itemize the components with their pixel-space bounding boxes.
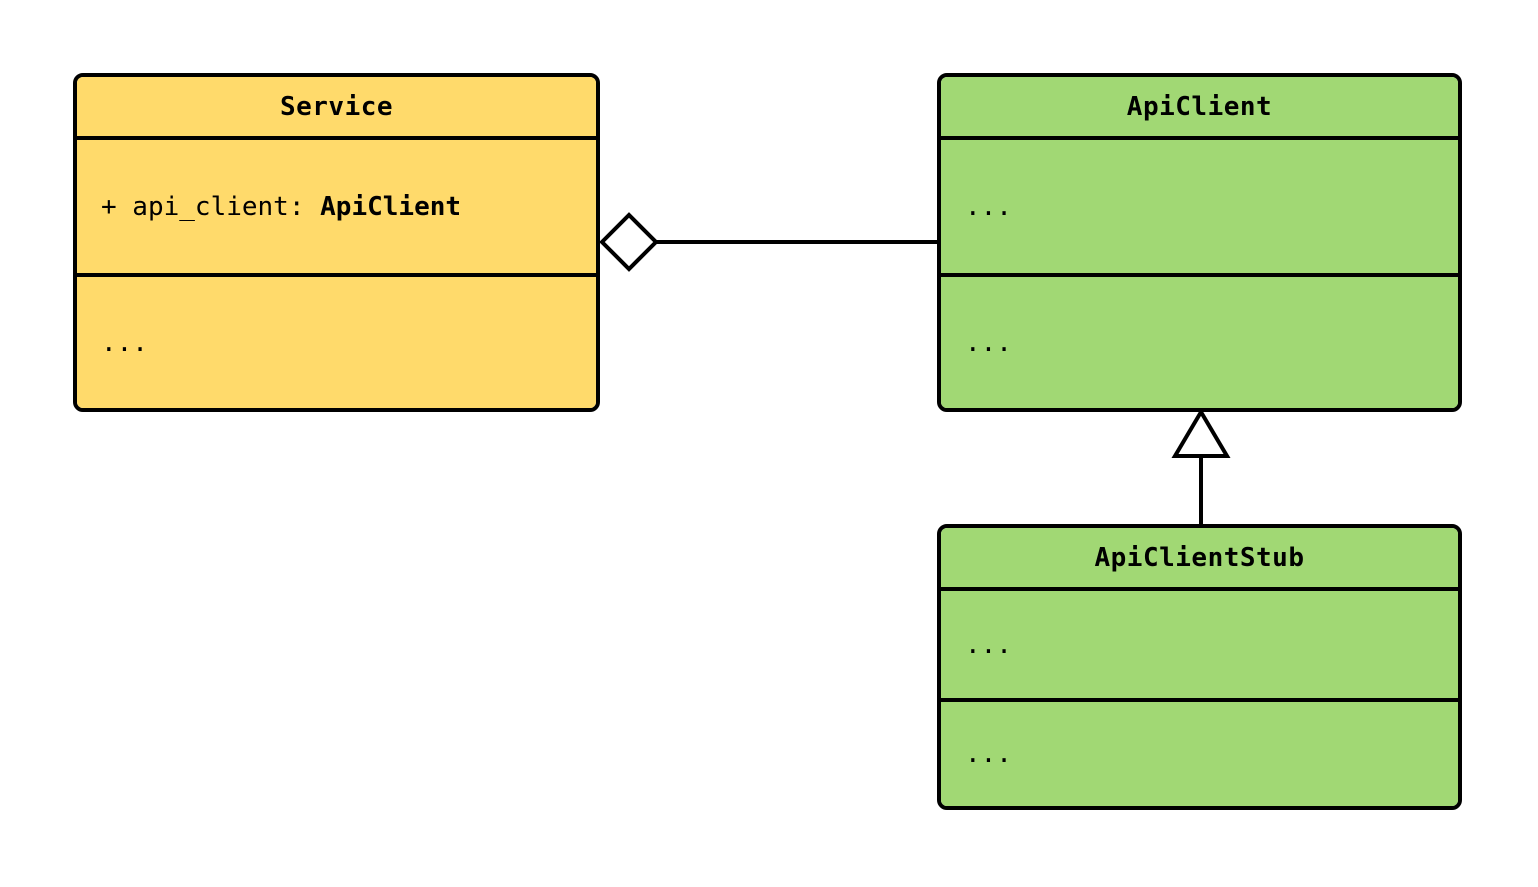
class-box-service[interactable]: Service + api_client: ApiClient ...	[73, 73, 600, 412]
class-operations-compartment: ...	[77, 273, 596, 408]
class-title-compartment: ApiClient	[941, 77, 1458, 136]
class-box-apiclientstub[interactable]: ApiClientStub ... ...	[937, 524, 1462, 810]
hollow-diamond-icon	[599, 212, 659, 272]
attributes-ellipsis: ...	[965, 191, 1012, 222]
attributes-ellipsis: ...	[965, 629, 1012, 660]
class-attributes-compartment: ...	[941, 587, 1458, 698]
class-title-compartment: ApiClientStub	[941, 528, 1458, 587]
class-name-label: Service	[279, 91, 394, 122]
class-operations-compartment: ...	[941, 273, 1458, 408]
class-name-label: ApiClient	[1126, 91, 1273, 122]
class-name-label: ApiClientStub	[1094, 542, 1305, 573]
class-attributes-compartment: ...	[941, 136, 1458, 273]
attribute-signature: + api_client:	[101, 191, 321, 222]
operations-ellipsis: ...	[965, 327, 1012, 358]
class-attributes-compartment: + api_client: ApiClient	[77, 136, 596, 273]
class-box-apiclient[interactable]: ApiClient ... ...	[937, 73, 1462, 412]
hollow-triangle-icon	[1171, 408, 1231, 458]
class-title-compartment: Service	[77, 77, 596, 136]
operations-ellipsis: ...	[101, 327, 148, 358]
attribute-row: + api_client: ApiClient	[101, 194, 461, 220]
class-operations-compartment: ...	[941, 698, 1458, 806]
operations-ellipsis: ...	[965, 739, 1012, 769]
attribute-type-label: ApiClient	[320, 191, 462, 222]
